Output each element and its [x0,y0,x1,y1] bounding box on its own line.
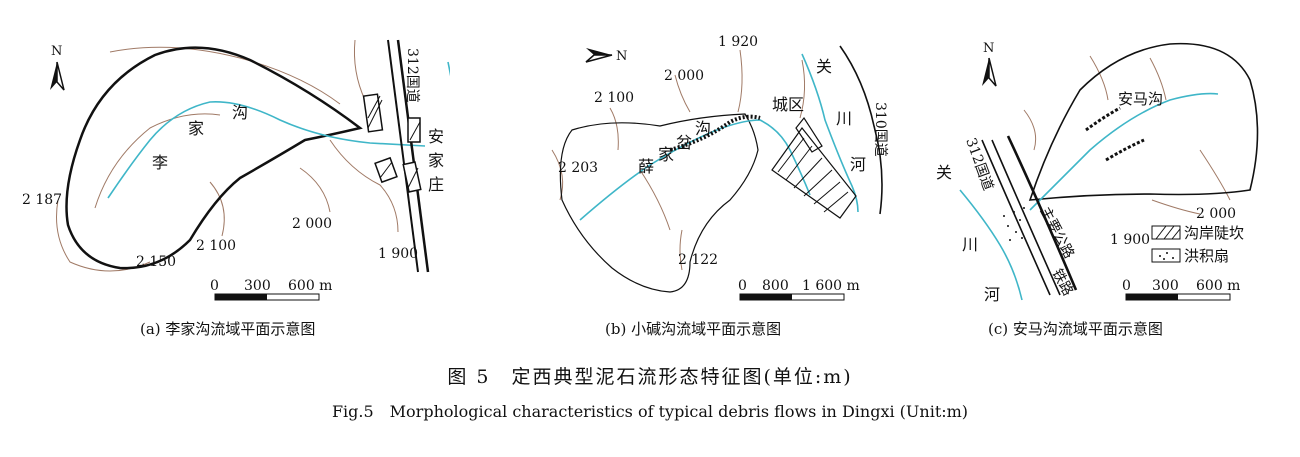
elev-2000: 2 000 [664,68,704,84]
legend: 沟岸陡坎 洪积扇 [1151,224,1244,265]
road-label: 312国道 [404,48,420,103]
north-label: N [51,44,62,59]
caption-a: (a) 李家沟流域平面示意图 [140,320,316,338]
north-arrow-icon: N [585,48,627,64]
channel-dotted [669,114,761,152]
scale-0: 0 [210,278,219,294]
contour-lines [1023,55,1231,215]
village-char-1: 安 [428,127,444,146]
national-road-312 [387,39,430,273]
river-char-1: 关 [936,163,952,182]
elev-2122: 2 122 [678,252,718,268]
north-label: N [983,41,994,56]
north-arrow-icon: N [50,44,65,91]
contour-lines [56,39,399,272]
village-char-2: 家 [428,151,444,170]
elev-1900: 1 900 [378,246,418,262]
gully-stream [579,119,811,221]
gully-stream [107,101,426,199]
gully-char-1: 薛 [638,157,654,176]
scale-0: 0 [1122,278,1131,294]
elev-1920: 1 920 [718,34,758,50]
scale-bar: 0 300 600 m [1122,278,1240,301]
elev-2000: 2 000 [292,216,332,232]
elev-2100: 2 100 [594,90,634,106]
panel-a-map: N 312国道 李 家 沟 安 家 庄 关 川 河 2 187 2 150 [22,39,450,301]
caption-c: (c) 安马沟流域平面示意图 [988,320,1163,338]
gully-char-2: 家 [188,119,204,138]
figure-title: 图 5 定西典型泥石流形态特征图(单位:m) [447,366,853,388]
national-road-310 [839,45,883,215]
elev-1900: 1 900 [1110,232,1150,248]
scale-600: 600 m [1196,278,1240,294]
contour-lines [551,49,806,271]
river-char-2: 川 [836,109,852,128]
guanchuan-river [801,53,859,213]
guanchuan-river [447,61,450,77]
gully-label: 安马沟 [1118,90,1163,108]
elev-2187: 2 187 [22,192,62,208]
scale-bar: 0 800 1 600 m [738,278,860,301]
scale-bar: 0 300 600 m [210,278,332,301]
urban-hatch [777,137,849,213]
alluvial-fan [1003,207,1025,241]
scale-0: 0 [738,278,747,294]
elev-2000: 2 000 [1196,206,1236,222]
river-char-3: 河 [850,155,866,174]
scale-300: 300 [244,278,271,294]
legend-alluvial-fan: 洪积扇 [1184,247,1229,265]
roads [981,135,1078,296]
gully-char-1: 李 [152,153,168,172]
river-char-3: 河 [984,285,1000,304]
figure-title-en: Fig.5 Morphological characteristics of t… [331,402,969,421]
watershed-boundary [65,46,363,270]
river-char-2: 川 [962,235,978,254]
village-char-3: 庄 [428,175,444,194]
road-label: 312国道 [962,136,996,193]
elev-2150: 2 150 [136,254,176,270]
steep-bank-marks [1085,106,1145,162]
gully-char-3: 沟 [232,103,248,122]
gully-char-2: 家 [658,145,674,164]
north-label: N [616,49,627,64]
caption-b: (b) 小碱沟流域平面示意图 [605,320,782,338]
gully-char-4: 沟 [695,119,711,138]
north-arrow-icon: N [982,41,997,87]
guanchuan-river [959,189,1023,301]
scale-600: 600 m [288,278,332,294]
watershed-boundary [559,113,759,293]
scale-800: 800 [762,278,789,294]
gully-stream [1029,92,1219,211]
panel-c-map: N 安马沟 312国道 主要公路 铁路 关 川 河 2 000 1 900 沟岸… [936,41,1259,304]
main-road-label: 主要公路 [1036,204,1076,261]
scale-1600: 1 600 m [802,278,860,294]
river-char-1: 关 [816,57,832,76]
village-buildings [362,93,422,193]
panel-b-map: N 310国道 城区 薛 家 岔 沟 关 川 河 1 920 2 000 2 1… [551,34,888,301]
elev-2203: 2 203 [558,160,598,176]
railway-label: 铁路 [1048,266,1075,298]
urban-area [771,116,857,219]
gully-char-3: 岔 [676,133,692,152]
watershed-boundary [1028,42,1259,201]
legend-steep-bank: 沟岸陡坎 [1184,224,1244,242]
town-label: 城区 [772,95,804,114]
hatch-marks [367,95,421,189]
road-label: 310国道 [872,102,888,157]
scale-300: 300 [1152,278,1179,294]
elev-2100: 2 100 [196,238,236,254]
